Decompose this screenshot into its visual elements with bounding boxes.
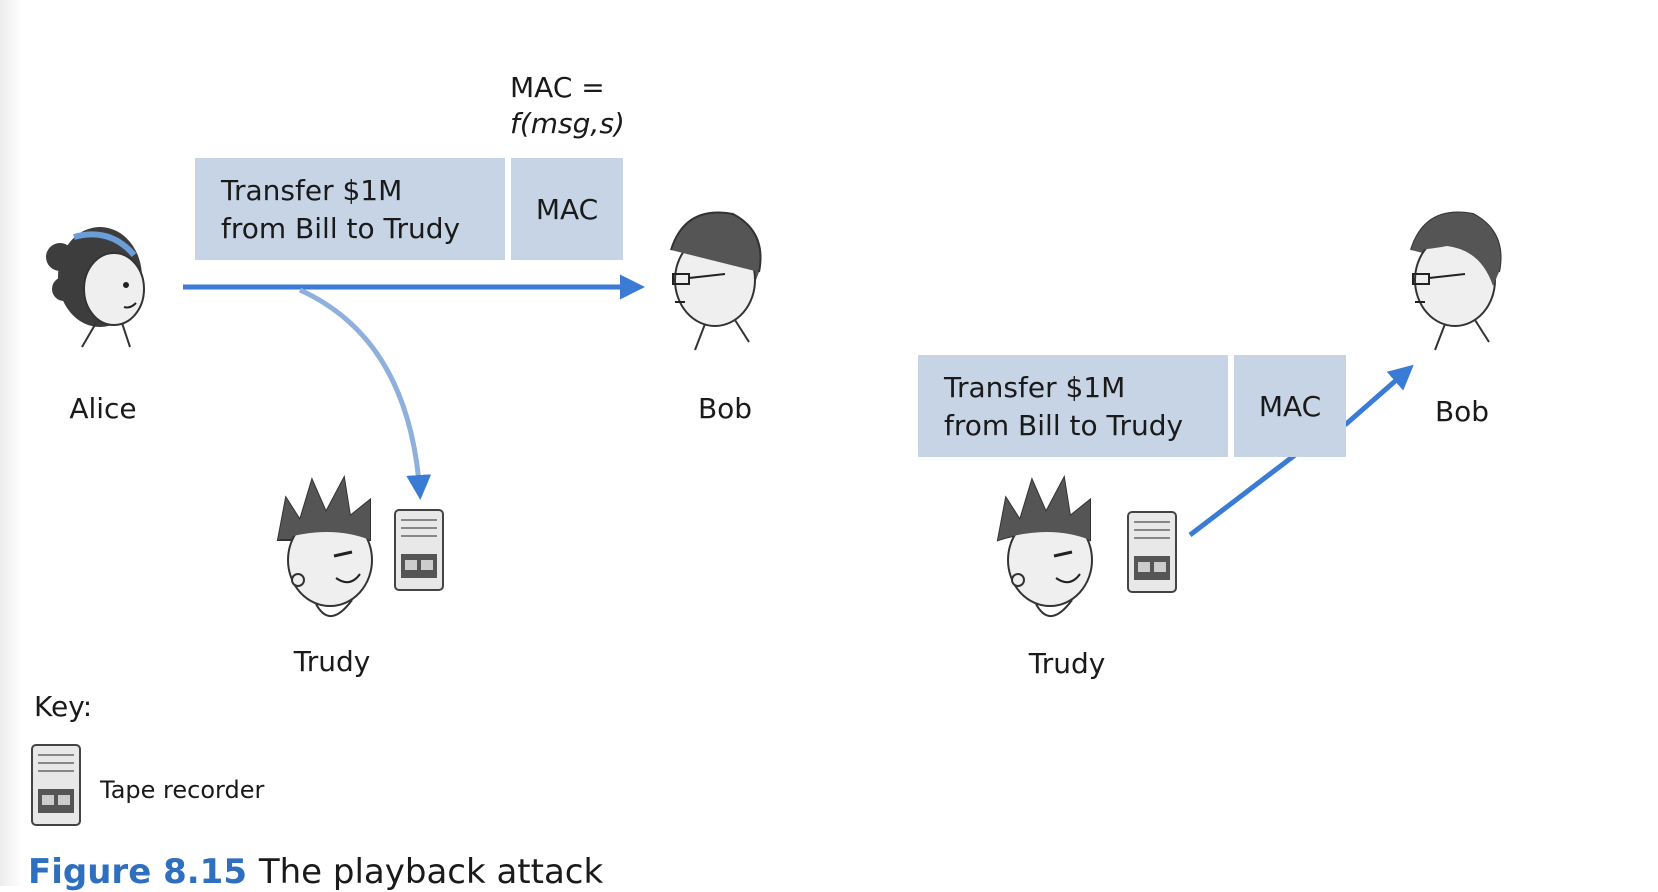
mac-formula-line2: f(msg,s) xyxy=(510,107,625,140)
message-2-mac: MAC xyxy=(1234,355,1346,457)
message-2-line2: from Bill to Trudy xyxy=(944,409,1184,442)
intercept-arrow xyxy=(298,287,432,500)
alice-label: Alice xyxy=(69,392,137,425)
key-tape-recorder-label: Tape recorder xyxy=(100,776,265,804)
trudy-icon-1 xyxy=(276,474,373,617)
message-1-line2: from Bill to Trudy xyxy=(221,212,461,245)
mac-formula-line1: MAC = xyxy=(510,71,605,104)
trudy-icon-2 xyxy=(996,474,1093,617)
message-1-line1: Transfer $1M xyxy=(221,174,403,207)
tape-recorder-icon-2 xyxy=(1127,511,1177,593)
message-box-2: Transfer $1M from Bill to Trudy MAC xyxy=(918,355,1346,457)
trudy-label-2: Trudy xyxy=(1028,647,1106,680)
key-tape-recorder-icon xyxy=(31,744,81,826)
alice-icon xyxy=(46,227,145,348)
message-2-line1: Transfer $1M xyxy=(944,371,1126,404)
figure-caption: Figure 8.15 The playback attack xyxy=(28,852,603,892)
message-1-mac: MAC xyxy=(511,158,623,260)
page-edge-shadow xyxy=(0,0,22,886)
bob-icon-2 xyxy=(1410,211,1502,351)
key-title: Key: xyxy=(34,690,93,723)
figure-caption-text: The playback attack xyxy=(258,852,604,892)
bob-icon-1 xyxy=(670,211,762,351)
replay-arrow xyxy=(1188,453,1297,537)
tape-recorder-icon-1 xyxy=(394,509,444,591)
figure-number: Figure 8.15 xyxy=(28,852,247,892)
trudy-label-1: Trudy xyxy=(293,645,371,678)
bob-label-2: Bob xyxy=(1434,395,1490,428)
replay-arrow-tip xyxy=(1343,364,1414,427)
message-box-1: Transfer $1M from Bill to Trudy MAC xyxy=(195,158,623,260)
message-1-text: Transfer $1M from Bill to Trudy xyxy=(195,158,505,260)
mac-formula: MAC = f(msg,s) xyxy=(510,70,625,142)
message-2-text: Transfer $1M from Bill to Trudy xyxy=(918,355,1228,457)
bob-label-1: Bob xyxy=(697,392,753,425)
